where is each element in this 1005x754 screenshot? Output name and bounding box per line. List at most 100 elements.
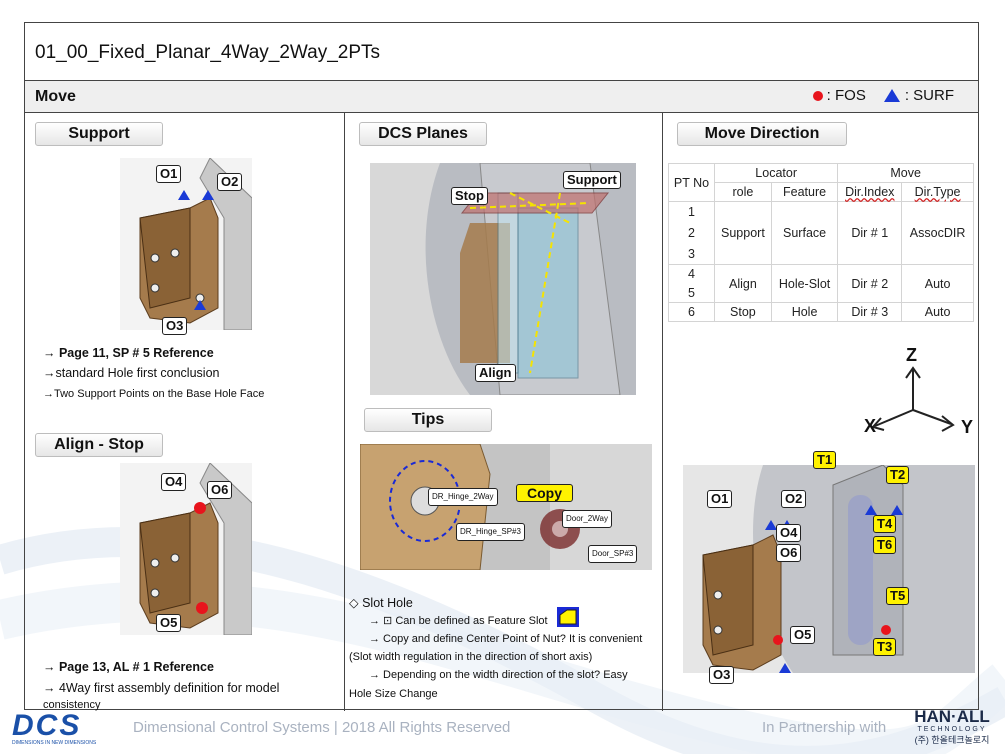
table-header: PT No (668, 163, 715, 202)
dcs-logo: DCS DIMENSIONS IN NEW DIMENSIONS (12, 709, 97, 747)
align-stop-heading: Align - Stop (35, 433, 163, 457)
tag-o2: O2 (781, 490, 807, 508)
tag-o3: O3 (709, 666, 735, 684)
align-note-2: → 4Way first assembly definition for mod… (43, 681, 280, 695)
tag-t4: T4 (873, 515, 897, 533)
surf-marker-icon (202, 190, 214, 200)
tag-o1: O1 (156, 165, 182, 183)
table-cell: 2 (668, 222, 715, 244)
tips-note-1: ◇ Slot Hole (349, 596, 413, 610)
support-note-2: →standard Hole first conclusion (43, 366, 220, 380)
dcs-planes-image (370, 163, 636, 395)
tag-o4: O4 (776, 524, 802, 542)
table-cell: Support (714, 201, 772, 265)
table-cell: Align (714, 264, 772, 303)
support-note-3: →Two Support Points on the Base Hole Fac… (43, 388, 265, 400)
axis-x-label: X (864, 416, 877, 436)
table-cell: Dir # 1 (837, 201, 903, 265)
table-cell: Stop (714, 302, 772, 322)
align-note-1: → Page 13, AL # 1 Reference (43, 660, 214, 674)
tips-label-2: DR_Hinge_SP#3 (456, 523, 525, 541)
footer-partnership: In Partnership with (762, 719, 887, 736)
table-header: Locator (713, 163, 839, 183)
dcs-planes-heading: DCS Planes (359, 122, 487, 146)
column-divider (344, 113, 345, 711)
tag-o1: O1 (707, 490, 733, 508)
hanall-logo-subtitle: TECHNOLOGY (917, 726, 987, 733)
axis-triad-icon (871, 366, 955, 432)
surf-triangle-icon (883, 89, 900, 102)
tips-label-3: Door_2Way (562, 510, 612, 528)
tag-t2: T2 (886, 466, 910, 484)
tag-o2: O2 (217, 173, 243, 191)
tag-o5: O5 (790, 626, 816, 644)
table-cell: 4 (668, 264, 715, 284)
table-header: Dir.Type (901, 182, 974, 202)
dcs-logo-subtitle: DIMENSIONS IN NEW DIMENSIONS (12, 740, 97, 746)
support-note-1: → Page 11, SP # 5 Reference (43, 346, 214, 360)
table-cell: Surface (770, 201, 839, 265)
fos-marker-icon (196, 602, 208, 614)
hanall-korean-name: (주) 한올테크놀로지 (914, 735, 990, 745)
tag-o6: O6 (207, 481, 233, 499)
tips-label-1: DR_Hinge_2Way (428, 488, 498, 506)
table-header: role (714, 182, 772, 202)
move-direction-heading: Move Direction (677, 122, 847, 146)
support-heading: Support (35, 122, 163, 146)
align-stop-bracket-image (120, 463, 252, 635)
slide-frame: 01_00_Fixed_Planar_4Way_2Way_2PTs Move :… (24, 22, 979, 711)
table-cell: AssocDIR (901, 201, 974, 265)
table-header: Dir.Index (837, 182, 903, 202)
table-cell: Auto (901, 264, 974, 303)
tips-note-2: → ⊡ Can be defined as Feature Slot (369, 615, 548, 627)
table-cell: 6 (668, 302, 715, 322)
axis-y-label: Y (961, 417, 974, 437)
tag-t6: T6 (873, 536, 897, 554)
table-cell: Dir # 2 (837, 264, 903, 303)
tag-t3: T3 (873, 638, 897, 656)
slide-title: 01_00_Fixed_Planar_4Way_2Way_2PTs (35, 42, 381, 63)
table-cell: 3 (668, 243, 715, 265)
tips-note-3: → Copy and define Center Point of Nut? I… (369, 633, 643, 645)
tips-note-5: → Depending on the width direction of th… (369, 669, 628, 681)
table-cell: 1 (668, 201, 715, 223)
align-note-3: consistency (43, 699, 101, 711)
footer-copyright: Dimensional Control Systems | 2018 All R… (133, 719, 511, 736)
tag-support: Support (563, 171, 621, 189)
legend-fos-label: : FOS (826, 87, 866, 104)
tips-note-6: Hole Size Change (349, 688, 438, 700)
section-title: Move (35, 88, 76, 105)
tag-stop: Stop (451, 187, 488, 205)
section-bar: Move : FOS : SURF (25, 81, 978, 113)
table-cell: Hole (770, 302, 839, 322)
surf-marker-icon (194, 300, 206, 310)
table-cell: Hole-Slot (770, 264, 839, 303)
tag-align: Align (475, 364, 516, 382)
legend-surf-label: : SURF (904, 87, 954, 104)
hanall-logo-text: HAN·ALL (914, 707, 990, 726)
table-header: Feature (770, 182, 839, 202)
tag-t5: T5 (886, 587, 910, 605)
tag-o6: O6 (776, 544, 802, 562)
title-bar: 01_00_Fixed_Planar_4Way_2Way_2PTs (25, 23, 978, 81)
tag-o4: O4 (161, 473, 187, 491)
table-header: Move (837, 163, 974, 183)
tips-label-4: Door_SP#3 (588, 545, 638, 563)
copy-label: Copy (516, 484, 573, 502)
table-cell: 5 (668, 283, 715, 303)
tips-note-4: (Slot width regulation in the direction … (349, 651, 593, 663)
fos-dot-icon (812, 90, 823, 101)
table-cell: Dir # 3 (837, 302, 903, 322)
surf-marker-icon (178, 190, 190, 200)
tag-o3: O3 (162, 317, 188, 335)
hanall-logo: HAN·ALL TECHNOLOGY (주) 한올테크놀로지 (906, 708, 998, 746)
fos-marker-icon (194, 502, 206, 514)
tag-o5: O5 (156, 614, 182, 632)
axis-z-label: Z (906, 345, 917, 365)
move-table: PT No Locator Move role Feature Dir.Inde… (668, 163, 974, 322)
dcs-logo-text: DCS (12, 709, 82, 742)
legend: : FOS : SURF (812, 87, 954, 104)
feature-slot-icon (557, 607, 579, 627)
table-cell: Auto (901, 302, 974, 322)
tag-t1: T1 (813, 451, 837, 469)
